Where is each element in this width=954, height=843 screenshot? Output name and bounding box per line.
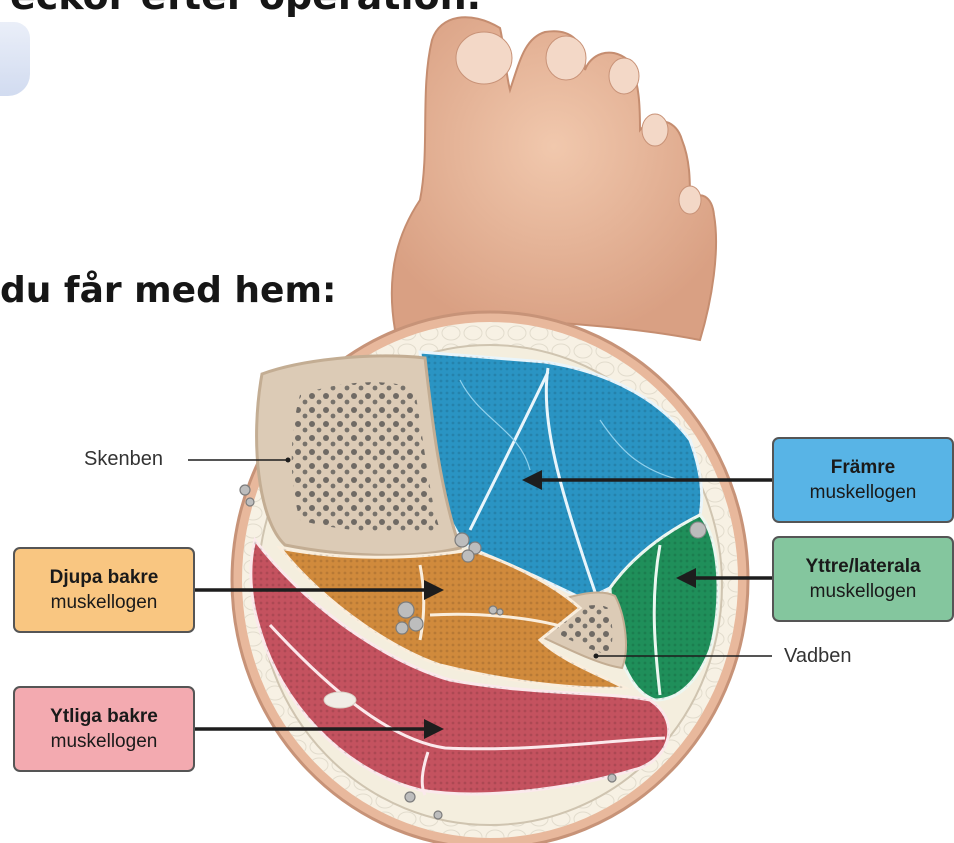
label-box-framre-subtitle: muskellogen — [774, 480, 952, 505]
label-box-yttre-muskellogen: Yttre/laterala muskellogen — [772, 536, 954, 622]
label-box-ytliga-title: Ytliga bakre — [15, 704, 193, 729]
label-box-djupa-subtitle: muskellogen — [15, 590, 193, 615]
label-box-framre-title: Främre — [774, 455, 952, 480]
label-box-djupa-title: Djupa bakre — [15, 565, 193, 590]
label-box-ytliga-subtitle: muskellogen — [15, 729, 193, 754]
foot — [392, 17, 716, 340]
label-box-yttre-title: Yttre/laterala — [774, 554, 952, 579]
leg-section — [232, 312, 748, 843]
label-box-framre-muskellogen: Främre muskellogen — [772, 437, 954, 523]
label-skenben: Skenben — [84, 448, 163, 471]
label-vadben: Vadben — [784, 645, 851, 668]
label-box-djupa-bakre-muskellogen: Djupa bakre muskellogen — [13, 547, 195, 633]
label-box-ytliga-bakre-muskellogen: Ytliga bakre muskellogen — [13, 686, 195, 772]
label-box-yttre-subtitle: muskellogen — [774, 579, 952, 604]
